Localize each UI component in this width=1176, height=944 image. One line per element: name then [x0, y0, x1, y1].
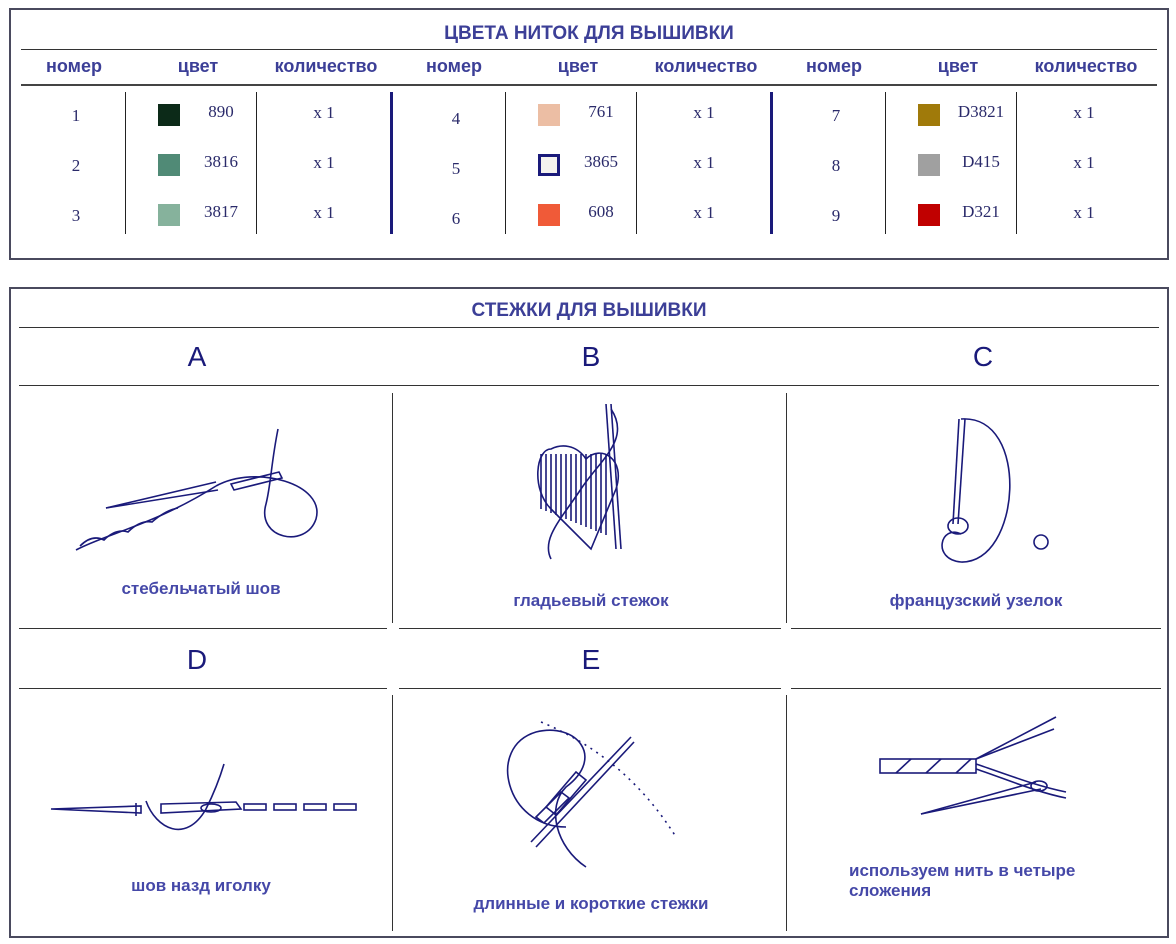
thread-quantity: x 1	[313, 203, 335, 222]
stitch-label-f: используем нить в четыре сложения	[849, 861, 1076, 900]
thread-table-title: ЦВЕТА НИТОК ДЛЯ ВЫШИВКИ	[444, 23, 734, 44]
divider	[399, 628, 781, 629]
stitch-letter-e: E	[581, 644, 601, 675]
thread-colors-table: ЦВЕТА НИТОК ДЛЯ ВЫШИВКИ номер цвет количес…	[9, 8, 1169, 260]
thread-color-swatch	[538, 154, 560, 176]
thread-color-swatch	[918, 154, 940, 176]
divider	[399, 688, 781, 689]
thread-number: 6	[451, 209, 461, 228]
divider	[256, 92, 257, 234]
thread-color-swatch	[158, 104, 180, 126]
divider	[392, 695, 393, 931]
stem-stitch-illustration	[75, 428, 318, 551]
thread-code: 3817	[204, 202, 238, 221]
thread-color-swatch	[538, 204, 560, 226]
thread-color-swatch	[158, 204, 180, 226]
stitch-label-e: длинные и короткие стежки	[473, 894, 709, 913]
thread-quantity: x 1	[313, 153, 335, 172]
thread-number: 3	[71, 206, 81, 225]
thread-code: 761	[588, 102, 614, 121]
divider	[125, 92, 126, 234]
column-header-color: цвет	[557, 56, 599, 76]
thread-number: 1	[71, 106, 81, 125]
thread-code: D415	[962, 152, 1000, 171]
column-header-number: номер	[806, 56, 862, 76]
divider	[636, 92, 637, 234]
divider	[21, 84, 1157, 86]
thread-quantity: x 1	[1073, 203, 1095, 222]
thread-code: D321	[962, 202, 1000, 221]
column-header-number: номер	[426, 56, 482, 76]
thread-number: 2	[71, 156, 81, 175]
thread-quantity: x 1	[693, 153, 715, 172]
group-divider	[390, 92, 393, 234]
stitch-letter-b: B	[581, 341, 601, 372]
divider	[19, 688, 387, 689]
divider	[791, 688, 1161, 689]
divider	[19, 385, 1159, 386]
divider	[1016, 92, 1017, 234]
backstitch-illustration	[50, 763, 357, 831]
divider	[19, 327, 1159, 328]
thread-code: D3821	[957, 102, 1005, 121]
column-header-quantity: количество	[1034, 56, 1138, 76]
french-knot-illustration	[941, 418, 1049, 563]
thread-quantity: x 1	[693, 103, 715, 122]
thread-number: 5	[451, 159, 461, 178]
thread-quantity: x 1	[693, 203, 715, 222]
divider	[885, 92, 886, 234]
divider	[19, 628, 387, 629]
stitches-panel: СТЕЖКИ ДЛЯ ВЫШИВКИ A B C D E стебельчаты…	[9, 287, 1169, 938]
thread-number: 7	[831, 106, 841, 125]
column-header-number: номер	[46, 56, 102, 76]
thread-number: 4	[451, 109, 461, 128]
stitch-letter-d: D	[186, 644, 208, 675]
thread-code: 890	[208, 102, 234, 121]
satin-stitch-illustration	[537, 403, 622, 560]
thread-code: 3816	[204, 152, 238, 171]
stitch-label-d: шов назд иголку	[131, 876, 271, 895]
stitch-label-a: стебельчатый шов	[121, 579, 281, 598]
stitch-label-c: французский узелок	[889, 591, 1063, 610]
four-strand-thread-illustration	[879, 716, 1067, 815]
column-header-color: цвет	[937, 56, 979, 76]
column-header-color: цвет	[177, 56, 219, 76]
divider	[392, 393, 393, 623]
divider	[786, 695, 787, 931]
column-header-quantity: количество	[654, 56, 758, 76]
thread-number: 8	[831, 156, 841, 175]
divider	[505, 92, 506, 234]
thread-color-swatch	[918, 104, 940, 126]
stitch-label-b: гладьевый стежок	[513, 591, 669, 610]
thread-color-swatch	[918, 204, 940, 226]
stitch-letter-c: C	[972, 341, 994, 372]
divider	[786, 393, 787, 623]
thread-color-swatch	[538, 104, 560, 126]
thread-code: 608	[588, 202, 614, 221]
stitches-title: СТЕЖКИ ДЛЯ ВЫШИВКИ	[471, 300, 707, 321]
thread-number: 9	[831, 206, 841, 225]
stitch-letter-a: A	[187, 341, 207, 372]
thread-quantity: x 1	[313, 103, 335, 122]
divider	[791, 628, 1161, 629]
group-divider	[770, 92, 773, 234]
thread-quantity: x 1	[1073, 103, 1095, 122]
thread-color-swatch	[158, 154, 180, 176]
divider	[21, 49, 1157, 50]
column-header-quantity: количество	[274, 56, 378, 76]
thread-quantity: x 1	[1073, 153, 1095, 172]
long-short-stitch-illustration	[507, 721, 677, 868]
thread-code: 3865	[584, 152, 618, 171]
